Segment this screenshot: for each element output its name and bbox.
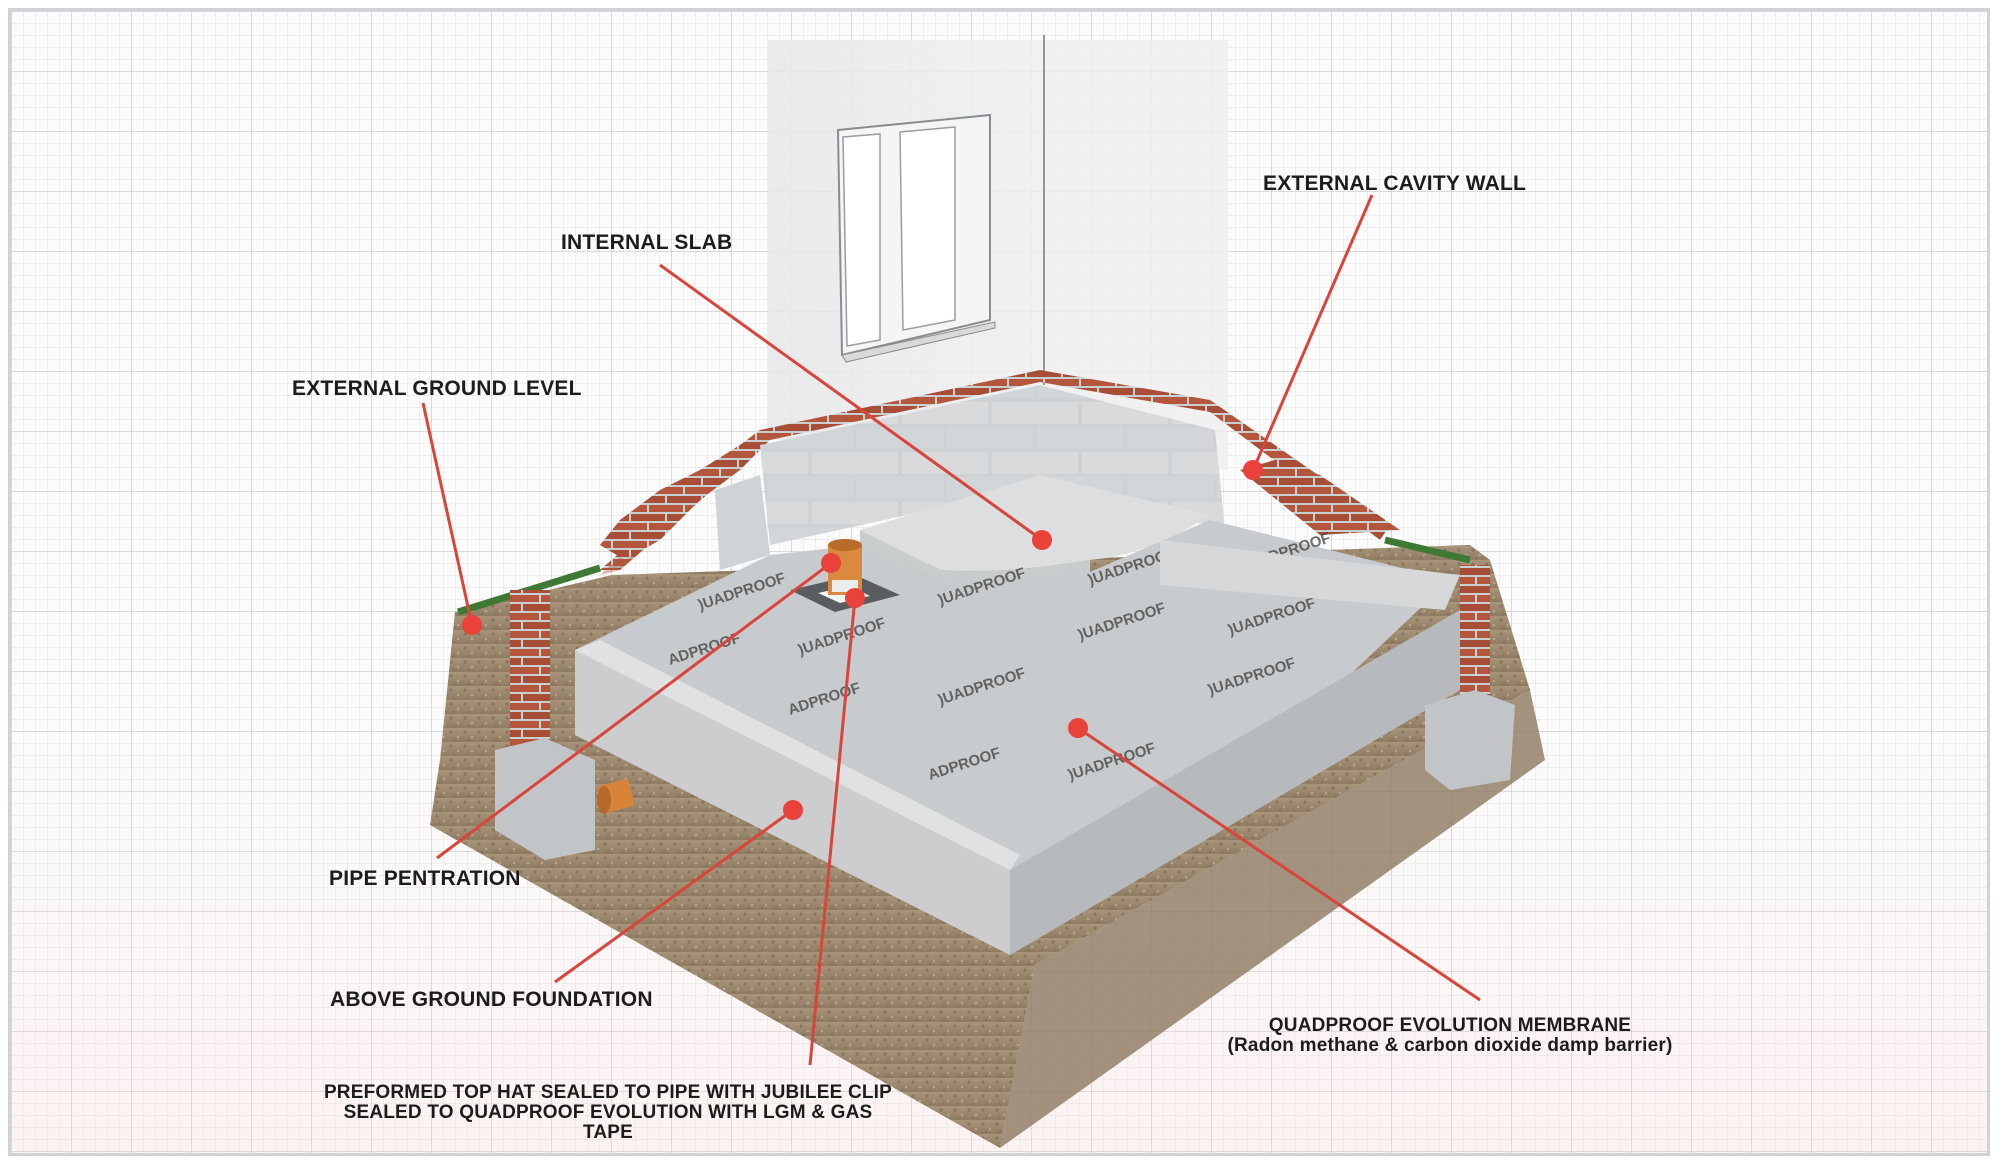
label-top-hat: PREFORMED TOP HAT SEALED TO PIPE WITH JU…	[318, 1083, 898, 1143]
callout-dot-external-cavity-wall	[1243, 460, 1263, 480]
brick-wall-right	[1040, 370, 1390, 540]
label-internal-slab: INTERNAL SLAB	[561, 231, 733, 254]
callout-dot-external-ground-level	[462, 615, 482, 635]
internal-slab	[860, 475, 1210, 572]
callout-leaders	[421, 194, 1481, 1066]
callout-dot-top-hat	[845, 588, 865, 608]
label-top-hat-line1: PREFORMED TOP HAT SEALED TO PIPE WITH JU…	[323, 1082, 893, 1103]
label-membrane: QUADPROOF EVOLUTION MEMBRANE (Radon meth…	[1195, 1016, 1705, 1056]
footing-right	[1425, 690, 1515, 790]
callout-dot-membrane	[1068, 718, 1088, 738]
footing-left	[495, 738, 595, 860]
label-above-ground-foundation: ABOVE GROUND FOUNDATION	[330, 988, 653, 1011]
callout-dot-pipe-penetration	[821, 553, 841, 573]
label-external-cavity-wall: EXTERNAL CAVITY WALL	[1263, 172, 1527, 195]
label-membrane-line2: (Radon methane & carbon dioxide damp bar…	[1227, 1034, 1673, 1056]
brick-wall-left	[600, 370, 1040, 570]
label-membrane-line1: QUADPROOF EVOLUTION MEMBRANE	[1268, 1015, 1632, 1036]
label-pipe-penetration: PIPE PENTRATION	[329, 867, 521, 890]
drain-pipe-icon	[597, 779, 635, 814]
window-icon	[836, 113, 996, 363]
label-top-hat-line3: TAPE	[582, 1121, 634, 1143]
block-wall-left	[760, 385, 1040, 545]
callout-dot-internal-slab	[1032, 530, 1052, 550]
quadproof-membrane	[575, 520, 1450, 890]
callout-dots	[462, 460, 1263, 820]
callout-dot-above-ground-foundation	[783, 800, 803, 820]
label-external-ground-level: EXTERNAL GROUND LEVEL	[292, 377, 582, 400]
label-top-hat-line2: SEALED TO QUADPROOF EVOLUTION WITH LGM &…	[343, 1101, 873, 1123]
block-wall-right	[1040, 385, 1225, 530]
